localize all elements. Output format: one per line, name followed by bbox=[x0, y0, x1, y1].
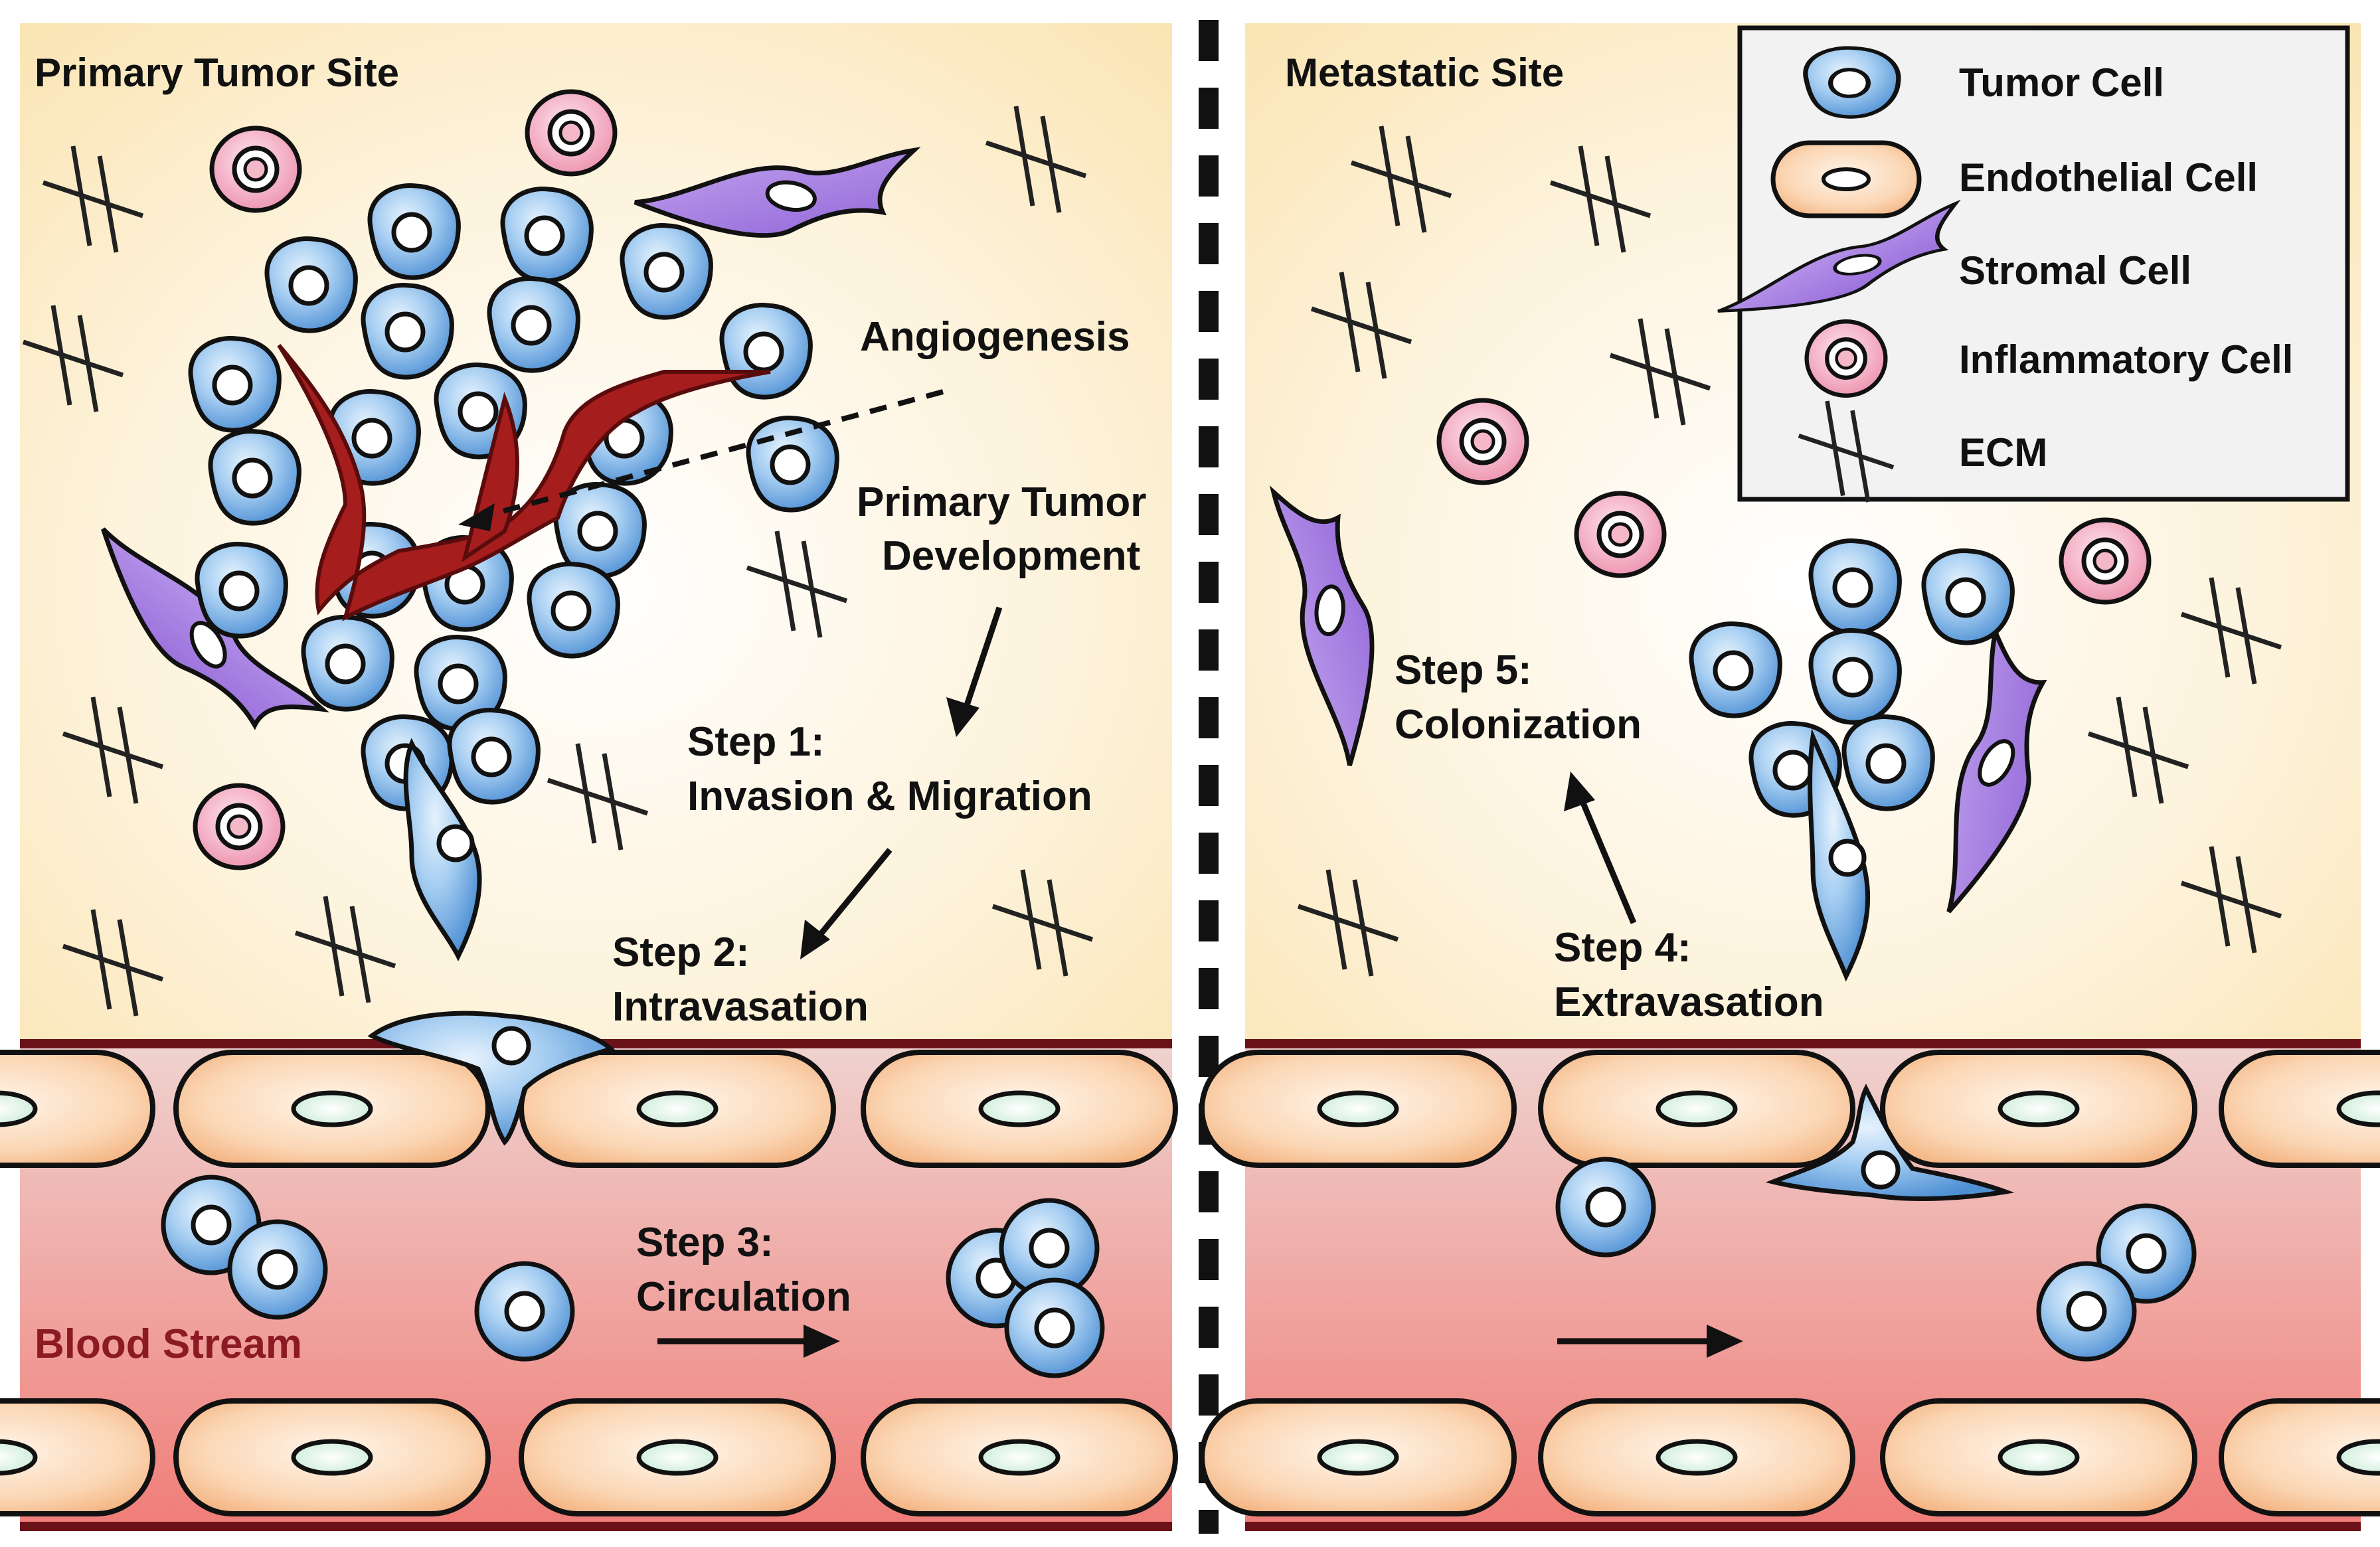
blood-stream-label: Blood Stream bbox=[35, 1321, 302, 1367]
legend: Tumor Cell Endothelial Cell Stromal Cell… bbox=[1707, 25, 2350, 502]
inflammatory-cell bbox=[212, 128, 299, 210]
step3-label: Step 3: bbox=[636, 1220, 774, 1265]
endothelial-cell bbox=[1883, 1401, 2195, 1514]
step5-label: Step 5: bbox=[1395, 647, 1532, 693]
tumor-cell-icon bbox=[1806, 48, 1899, 117]
endothelial-cell bbox=[521, 1401, 833, 1514]
endothelial-cell bbox=[1202, 1401, 1514, 1514]
endothelial-cell bbox=[2221, 1401, 2380, 1514]
inflammatory-cell bbox=[1576, 493, 1664, 576]
intravasating-tumor-cell bbox=[367, 1011, 616, 1146]
inflammatory-cell bbox=[527, 92, 615, 174]
step3-title: Circulation bbox=[636, 1274, 851, 1320]
inflammatory-cell-icon bbox=[1807, 321, 1886, 396]
endothelial-cell bbox=[863, 1052, 1175, 1165]
inflammatory-cell bbox=[2061, 520, 2149, 602]
circulating-tumor-cell bbox=[1007, 1280, 1102, 1376]
endothelial-cell bbox=[176, 1052, 488, 1165]
legend-label: Stromal Cell bbox=[1959, 248, 2191, 293]
inflammatory-cell bbox=[1439, 400, 1527, 483]
endothelial-cell bbox=[1541, 1052, 1853, 1165]
endothelial-cell bbox=[1202, 1052, 1514, 1165]
circulating-tumor-cell bbox=[477, 1263, 572, 1359]
legend-label: Inflammatory Cell bbox=[1959, 337, 2293, 382]
circulating-tumor-cell bbox=[2039, 1263, 2134, 1359]
step2-label: Step 2: bbox=[612, 930, 750, 975]
left-vessel-wall-bottom bbox=[20, 1522, 1172, 1531]
extravasating-tumor-cell bbox=[1765, 1084, 2015, 1201]
endothelial-cell bbox=[1541, 1401, 1853, 1514]
circulating-tumor-cell bbox=[230, 1222, 325, 1317]
endothelial-cell bbox=[2221, 1052, 2380, 1165]
endothelial-cell bbox=[0, 1052, 153, 1165]
primary-tumor-development-label-2: Development bbox=[882, 533, 1140, 579]
metastatic-site-title: Metastatic Site bbox=[1285, 50, 1564, 95]
endothelial-cell bbox=[521, 1052, 833, 1165]
angiogenesis-arrow bbox=[477, 389, 944, 521]
step2-title: Intravasation bbox=[612, 984, 869, 1030]
right-vessel-wall-bottom bbox=[1245, 1522, 2361, 1531]
legend-label: Tumor Cell bbox=[1959, 60, 2164, 105]
endothelial-cell bbox=[0, 1401, 153, 1514]
primary-tumor-site-title: Primary Tumor Site bbox=[35, 50, 399, 95]
primary-tumor-development-label-1: Primary Tumor bbox=[857, 479, 1146, 525]
endothelial-cell bbox=[863, 1401, 1175, 1514]
step4-arrow bbox=[1576, 792, 1637, 924]
step4-title: Extravasation bbox=[1554, 979, 1824, 1025]
step2-arrow bbox=[811, 848, 892, 945]
right-vessel-wall-top bbox=[1245, 1039, 2361, 1048]
step1-label: Step 1: bbox=[687, 719, 825, 765]
endothelial-cell-icon bbox=[1770, 140, 1922, 218]
inflammatory-cell bbox=[195, 785, 283, 868]
circulating-tumor-cell bbox=[1558, 1159, 1654, 1255]
metastatic-colony bbox=[1691, 541, 2012, 982]
primary-tumor-mass bbox=[191, 186, 837, 961]
angiogenesis-label: Angiogenesis bbox=[860, 314, 1130, 360]
angiogenesis-arrowhead bbox=[458, 503, 495, 531]
step1-title: Invasion & Migration bbox=[687, 774, 1092, 819]
step5-title: Colonization bbox=[1395, 702, 1642, 748]
step4-label: Step 4: bbox=[1554, 925, 1691, 971]
endothelial-cell bbox=[1883, 1052, 2195, 1165]
primary-tumor-panel: Primary Tumor Site Angiogenesis Primary … bbox=[0, 23, 1175, 1531]
legend-label: ECM bbox=[1959, 430, 2047, 475]
legend-label: Endothelial Cell bbox=[1959, 155, 2258, 200]
endothelial-cell bbox=[176, 1401, 488, 1514]
step1-arrow bbox=[960, 606, 1003, 718]
metastatic-panel: Metastatic Site Step 5: Colonization Ste… bbox=[1202, 23, 2380, 1531]
